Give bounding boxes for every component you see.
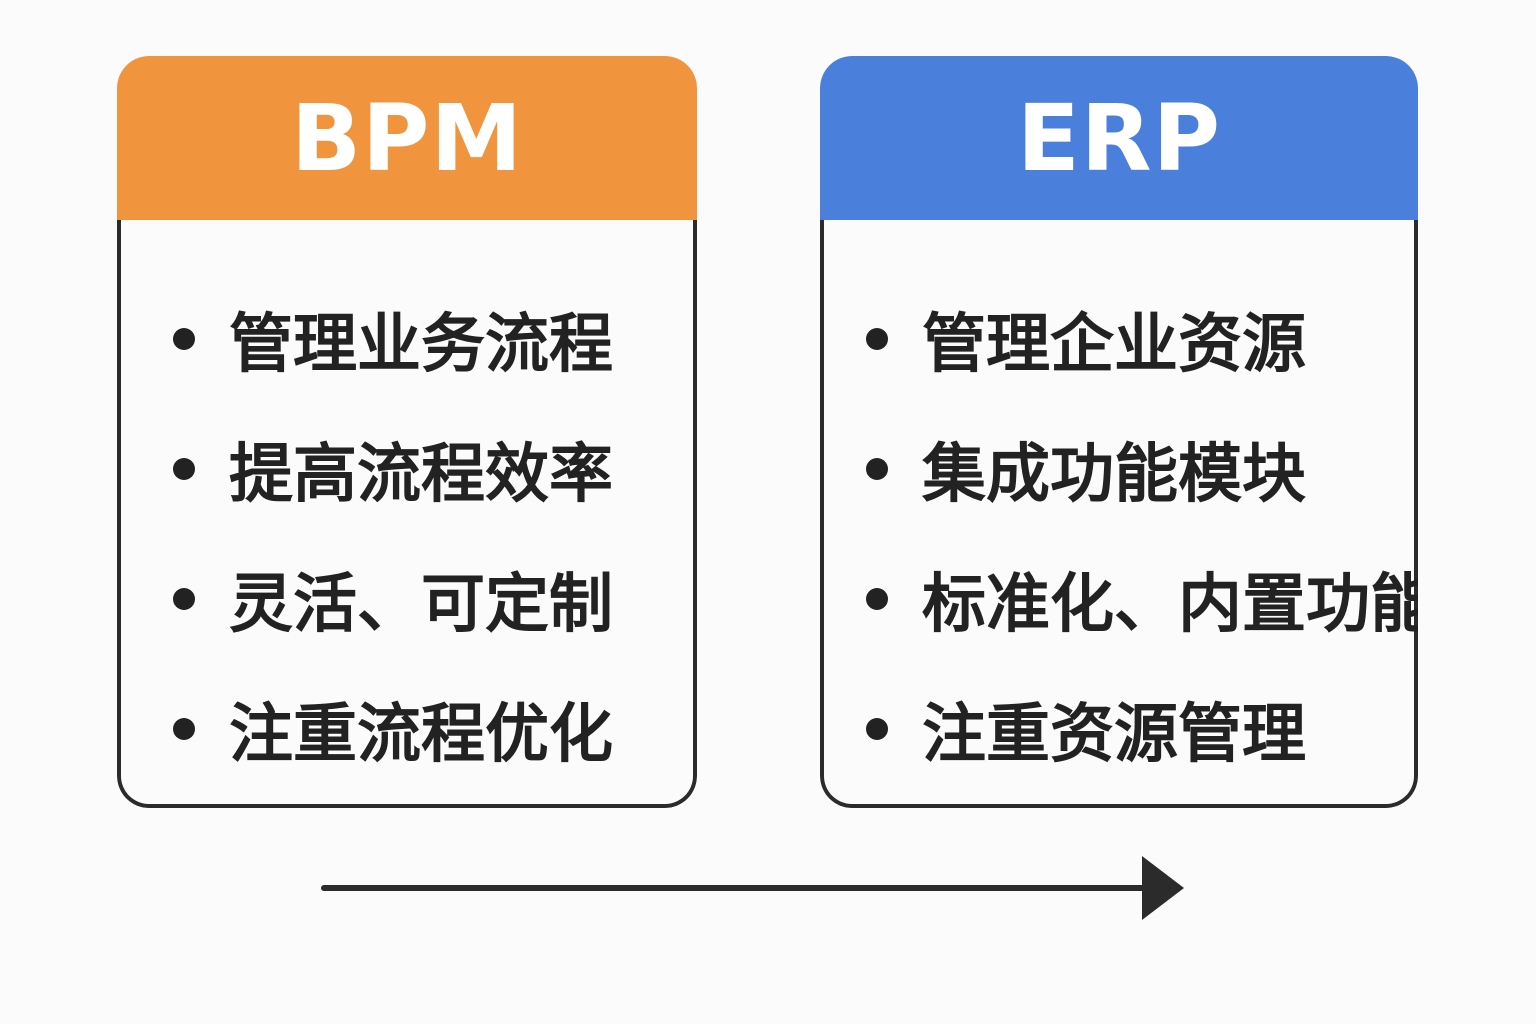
list-item: 管理企业资源 [866, 274, 1418, 404]
bullet-icon [173, 718, 195, 740]
bpm-header: BPM [117, 56, 697, 220]
item-text: 管理企业资源 [922, 308, 1306, 382]
bpm-title: BPM [290, 84, 524, 192]
item-text: 集成功能模块 [922, 438, 1306, 512]
list-item: 集成功能模块 [866, 404, 1418, 534]
list-item: 注重资源管理 [866, 664, 1418, 794]
bpm-card-frame [117, 206, 697, 808]
erp-list: 管理企业资源 集成功能模块 标准化、内置功能 注重资源管理 [866, 274, 1418, 794]
arrow-right-icon [321, 856, 1184, 920]
erp-title: ERP [1016, 84, 1222, 192]
item-text: 提高流程效率 [229, 438, 613, 512]
bullet-icon [866, 718, 888, 740]
list-item: 灵活、可定制 [173, 534, 613, 664]
bullet-icon [866, 328, 888, 350]
erp-card-frame [820, 206, 1418, 808]
erp-card: ERP 管理企业资源 集成功能模块 标准化、内置功能 注重资源管理 [820, 56, 1418, 808]
bullet-icon [173, 328, 195, 350]
list-item: 注重流程优化 [173, 664, 613, 794]
list-item: 提高流程效率 [173, 404, 613, 534]
list-item: 管理业务流程 [173, 274, 613, 404]
item-text: 灵活、可定制 [229, 568, 613, 642]
bullet-icon [173, 588, 195, 610]
list-item: 标准化、内置功能 [866, 534, 1418, 664]
bullet-icon [866, 458, 888, 480]
bpm-card: BPM 管理业务流程 提高流程效率 灵活、可定制 注重流程优化 [117, 56, 697, 808]
arrow-head [1142, 856, 1184, 920]
item-text: 标准化、内置功能 [922, 568, 1418, 642]
item-text: 管理业务流程 [229, 308, 613, 382]
item-text: 注重流程优化 [229, 698, 613, 772]
bullet-icon [866, 588, 888, 610]
item-text: 注重资源管理 [922, 698, 1306, 772]
bullet-icon [173, 458, 195, 480]
erp-header: ERP [820, 56, 1418, 220]
bpm-list: 管理业务流程 提高流程效率 灵活、可定制 注重流程优化 [173, 274, 613, 794]
